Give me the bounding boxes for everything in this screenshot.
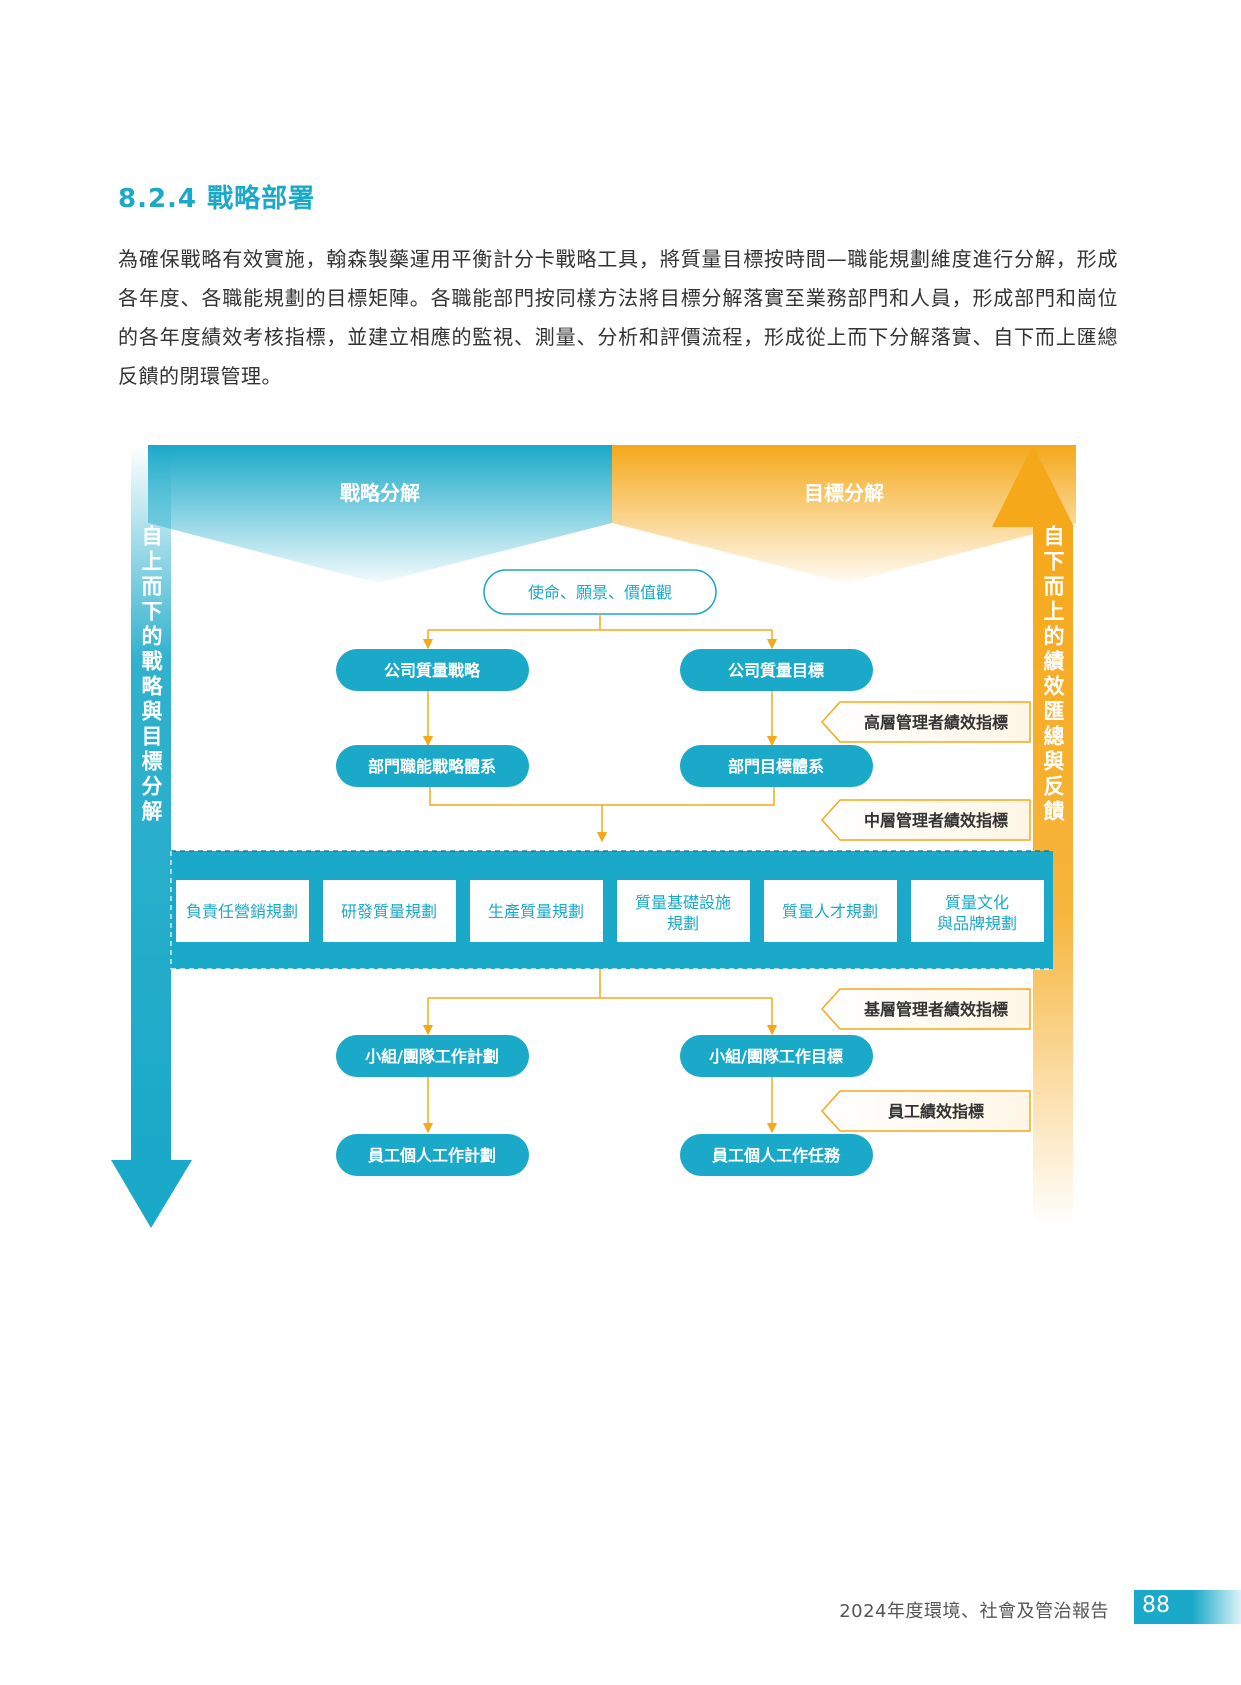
intro-paragraph: 為確保戰略有效實施，翰森製藥運用平衡計分卡戰略工具，將質量目標按時間—職能規劃維…: [118, 247, 1118, 388]
right-arrow-label: 自下而上的績效匯總與反饋: [1041, 524, 1065, 825]
mission-text: 使命、願景、價值觀: [528, 583, 672, 602]
svg-text:中層管理者績效指標: 中層管理者績效指標: [864, 811, 1008, 830]
plan-1: 負責任營銷規劃: [176, 880, 309, 942]
kpi-base: 基層管理者績效指標: [820, 988, 1031, 1030]
svg-text:基層管理者績效指標: 基層管理者績效指標: [863, 1000, 1008, 1019]
svg-text:研發質量規劃: 研發質量規劃: [341, 902, 437, 921]
svg-text:規劃: 規劃: [667, 914, 699, 933]
svg-text:負責任營銷規劃: 負責任營銷規劃: [186, 902, 298, 921]
kpi-senior: 高層管理者績效指標: [820, 701, 1031, 743]
plan-2: 研發質量規劃: [323, 880, 456, 942]
planning-band: [171, 851, 1053, 969]
svg-text:質量文化: 質量文化: [945, 893, 1009, 912]
staff-plan-text: 員工個人工作計劃: [367, 1146, 496, 1165]
strategy-deployment-diagram: 戰略分解 目標分解 自上而下的戰略與目標分解 自下而上的績效匯總與反饋 使命、願…: [111, 445, 1076, 1228]
svg-text:質量基礎設施: 質量基礎設施: [635, 893, 731, 912]
svg-text:員工績效指標: 員工績效指標: [887, 1102, 984, 1121]
plan-6: 質量文化 與品牌規劃: [911, 880, 1044, 942]
left-arrow-shaft: [131, 445, 171, 1160]
svg-text:自上而下的戰略與目標分解: 自上而下的戰略與目標分解: [139, 524, 163, 825]
svg-text:高層管理者績效指標: 高層管理者績效指標: [864, 713, 1008, 732]
strategy-band: [148, 445, 612, 583]
dept-goal-box: [680, 745, 873, 787]
company-strategy-text: 公司質量戰略: [384, 661, 481, 680]
page-number: 88: [1142, 1593, 1170, 1618]
svg-text:自下而上的績效匯總與反饋: 自下而上的績效匯總與反饋: [1041, 524, 1065, 825]
company-strategy-box: [336, 649, 529, 691]
kpi-middle: 中層管理者績效指標: [820, 799, 1031, 841]
dept-strategy-box: [336, 745, 529, 787]
plan-4: 質量基礎設施 規劃: [617, 880, 750, 942]
team-goal-text: 小組/團隊工作目標: [709, 1047, 843, 1066]
left-arrow-head: [111, 1160, 192, 1228]
team-plan-text: 小組/團隊工作計劃: [365, 1047, 499, 1066]
dept-strategy-text: 部門職能戰略體系: [368, 757, 496, 776]
company-goal-text: 公司質量目標: [728, 661, 824, 680]
svg-text:與品牌規劃: 與品牌規劃: [937, 914, 1017, 933]
right-arrow-head: [992, 445, 1074, 527]
header-goal: 目標分解: [804, 481, 884, 505]
staff-task-text: 員工個人工作任務: [711, 1146, 841, 1165]
report-title: 2024年度環境、社會及管治報告: [839, 1601, 1109, 1622]
left-arrow-label: 自上而下的戰略與目標分解: [139, 524, 163, 825]
section-title: 8.2.4 戰略部署: [118, 184, 316, 214]
plan-5: 質量人才規劃: [764, 880, 897, 942]
staff-task-box: [680, 1134, 873, 1176]
page-number-badge: [1134, 1590, 1241, 1624]
dept-goal-text: 部門目標體系: [728, 757, 824, 776]
team-plan-box: [336, 1035, 529, 1077]
company-goal-box: [680, 649, 873, 691]
svg-text:生產質量規劃: 生產質量規劃: [488, 902, 584, 921]
goal-band: [612, 445, 1076, 583]
svg-text:質量人才規劃: 質量人才規劃: [782, 902, 878, 921]
header-strategy: 戰略分解: [340, 481, 420, 505]
team-goal-box: [680, 1035, 873, 1077]
kpi-staff: 員工績效指標: [820, 1090, 1031, 1132]
staff-plan-box: [336, 1134, 529, 1176]
plan-3: 生產質量規劃: [470, 880, 603, 942]
